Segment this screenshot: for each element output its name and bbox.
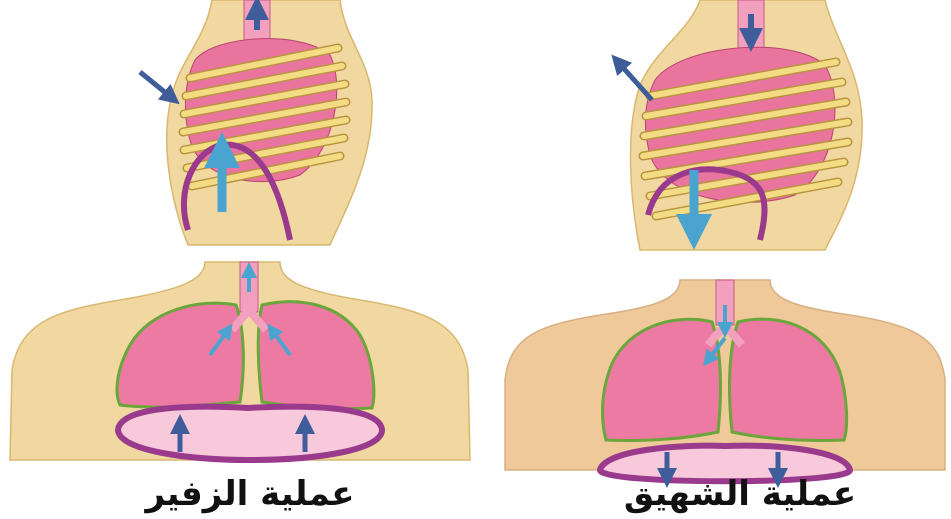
diaphragm [118,407,382,460]
inhalation-side-view [618,0,862,250]
inhalation-caption: عملية الشهيق [570,472,910,516]
exhalation-caption: عملية الزفير [80,472,420,516]
exhalation-front-view [10,262,470,460]
exhalation-side-view [140,0,372,245]
inhalation-front-view [505,280,945,481]
inward-arrow-icon [140,72,172,98]
